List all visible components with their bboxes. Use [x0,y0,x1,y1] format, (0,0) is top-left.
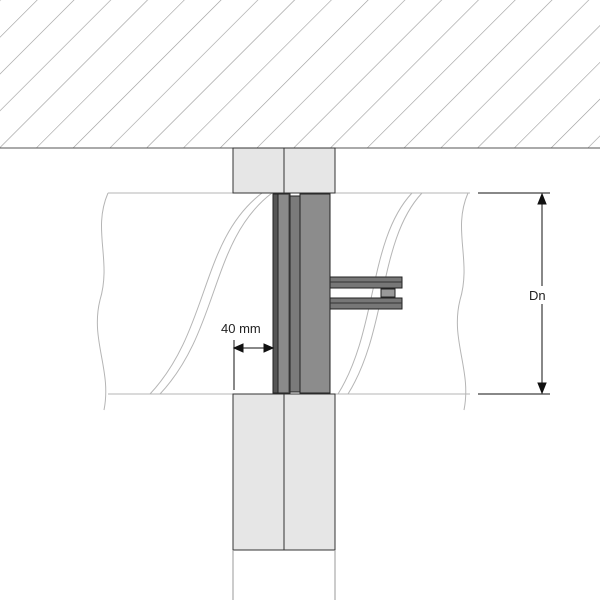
ceiling-slab [0,0,600,149]
dn-label-bg [526,286,556,304]
dimension-width-label: 40 mm [221,321,261,336]
actuator-mechanism [329,276,403,310]
wall-blocks-lower [232,393,336,551]
dimension-40mm [232,340,275,390]
wall-blocks-upper [232,147,336,194]
fire-damper [272,193,331,394]
wall-lines-below [232,550,336,600]
dimension-diameter-label: Dn [529,288,546,303]
